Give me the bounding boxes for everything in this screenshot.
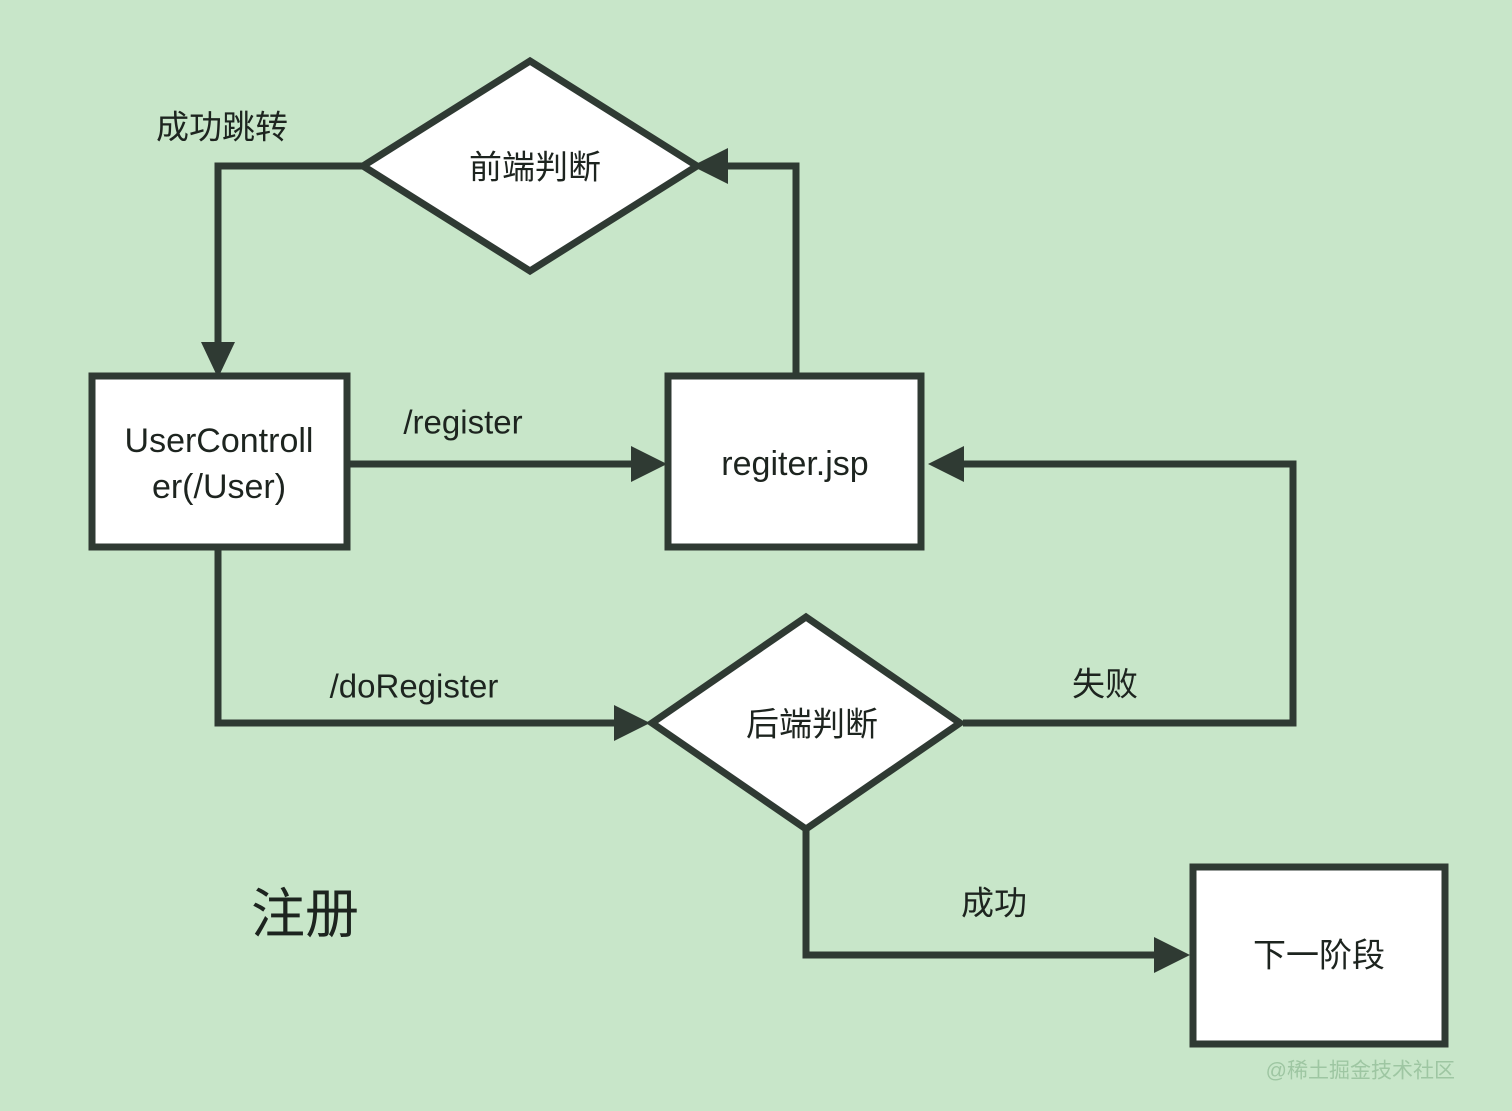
edge-do-register xyxy=(214,550,650,741)
back-decision-label: 后端判断 xyxy=(746,706,878,743)
edge-do-register-arrowhead xyxy=(614,705,650,741)
edge-do-register-line xyxy=(214,550,626,727)
user-controller-label-line2: er(/User) xyxy=(152,468,286,506)
node-register-jsp[interactable]: regiter.jsp xyxy=(664,372,925,551)
node-back-decision[interactable]: 后端判断 xyxy=(645,612,967,834)
node-user-controller[interactable]: UserControll er(/User) xyxy=(88,372,351,551)
next-stage-label: 下一阶段 xyxy=(1253,937,1385,974)
watermark: @稀土掘金技术社区 xyxy=(1266,1060,1455,1083)
user-controller-box[interactable] xyxy=(88,372,351,551)
edge-success-jump-arrowhead xyxy=(201,342,235,378)
edge-register xyxy=(350,446,667,482)
edge-label-success: 成功 xyxy=(961,885,1027,922)
register-jsp-label: regiter.jsp xyxy=(721,445,868,483)
edge-label-do-register: /doRegister xyxy=(330,668,499,705)
edge-jsp-to-front-decision-line xyxy=(716,162,800,373)
next-stage-box[interactable] xyxy=(1189,863,1449,1048)
node-front-decision[interactable]: 前端判断 xyxy=(356,56,704,276)
edge-success-jump-line xyxy=(214,162,370,355)
edge-success-line xyxy=(802,822,1166,959)
front-decision-diamond[interactable] xyxy=(356,56,704,276)
edge-success xyxy=(802,822,1190,973)
user-controller-label-line1: UserControll xyxy=(125,422,314,460)
edge-label-register: /register xyxy=(403,404,522,441)
node-next-stage[interactable]: 下一阶段 xyxy=(1189,863,1449,1048)
edge-failure-line xyxy=(952,460,1297,727)
edge-label-failure: 失败 xyxy=(1072,666,1138,703)
diagram-title: 注册 xyxy=(251,884,359,944)
edge-failure-arrowhead xyxy=(928,446,964,482)
edge-label-success-jump: 成功跳转 xyxy=(156,109,288,146)
back-decision-diamond[interactable] xyxy=(645,612,967,834)
edge-jsp-to-front-decision-arrowhead xyxy=(692,148,728,184)
edge-register-arrowhead xyxy=(631,446,667,482)
edge-jsp-to-front-decision xyxy=(692,148,800,373)
edge-success-arrowhead xyxy=(1154,937,1190,973)
edge-failure xyxy=(928,446,1297,727)
register-jsp-box[interactable] xyxy=(664,372,925,551)
front-decision-label: 前端判断 xyxy=(469,149,601,186)
edge-success-jump xyxy=(201,162,370,378)
